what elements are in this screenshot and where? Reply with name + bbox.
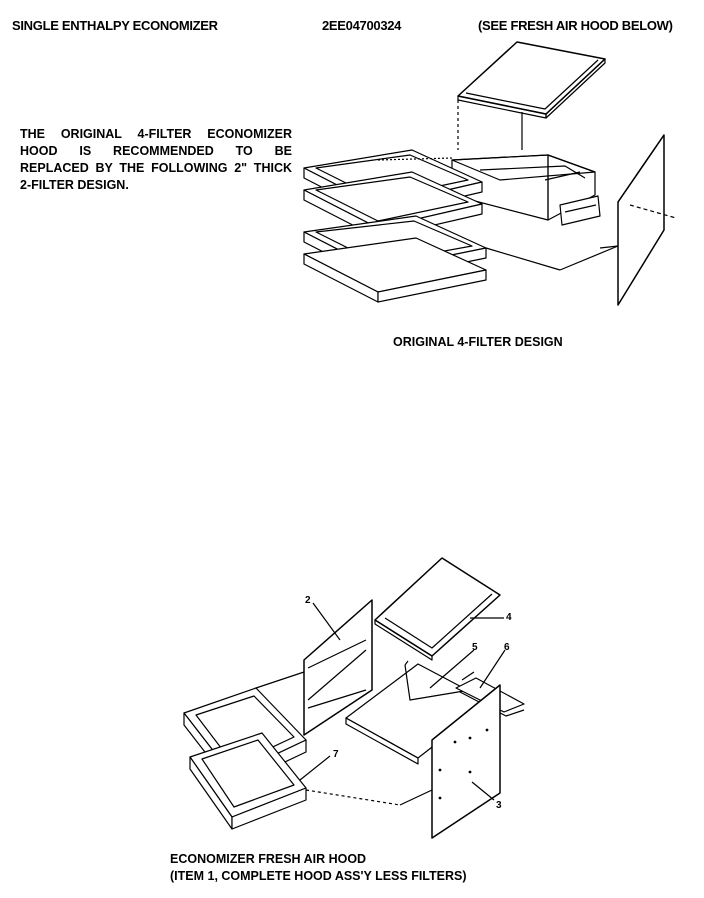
leader-line (485, 247, 561, 271)
original-design-caption: ORIGINAL 4-FILTER DESIGN (393, 335, 563, 349)
leader-line (305, 789, 401, 806)
top-cover-panel (457, 41, 606, 119)
fresh-air-hood-diagram (183, 557, 525, 839)
top-panel-item-4 (374, 557, 501, 661)
note-line-4: 2-FILTER DESIGN. (20, 178, 129, 192)
filter-stack-original (303, 149, 487, 303)
original-hood-diagram (303, 41, 677, 306)
model-number: 2EE04700324 (322, 18, 402, 33)
filter-stack-item-7 (183, 687, 307, 830)
note-line-2: HOOD IS RECOMMENDED TO BE (20, 144, 292, 158)
filter (303, 237, 487, 303)
callout-leader (312, 602, 341, 641)
leader-line (255, 671, 305, 689)
replacement-note: THE ORIGINAL 4-FILTER ECONOMIZER HOOD IS… (20, 126, 292, 194)
hood-tray (451, 154, 601, 226)
callout-7: 7 (333, 749, 339, 760)
callout-5: 5 (472, 642, 478, 653)
callout-leader (471, 781, 495, 801)
note-line-3: REPLACED BY THE FOLLOWING 2" THICK (20, 161, 292, 175)
note-line-1: THE ORIGINAL 4-FILTER ECONOMIZER (20, 127, 292, 141)
callout-6: 6 (504, 642, 510, 653)
callout-leader (479, 649, 506, 689)
header-note: (SEE FRESH AIR HOOD BELOW) (478, 18, 673, 33)
leader-line (377, 157, 453, 161)
callout-4: 4 (506, 612, 512, 623)
filter (189, 732, 307, 830)
side-panel-item-2 (303, 599, 373, 736)
front-panel-item-3 (431, 684, 501, 839)
callout-leader (429, 649, 475, 689)
header-title: SINGLE ENTHALPY ECONOMIZER (12, 18, 218, 33)
fresh-air-hood-caption: ECONOMIZER FRESH AIR HOOD (170, 852, 367, 866)
leader-line (629, 204, 677, 219)
fresh-air-hood-subcaption: (ITEM 1, COMPLETE HOOD ASS'Y LESS FILTER… (170, 869, 467, 883)
callout-3: 3 (496, 800, 502, 811)
callout-leader (299, 755, 331, 781)
front-panel (617, 134, 665, 306)
leader-line (559, 245, 619, 271)
leader-line (399, 789, 433, 806)
callout-2: 2 (305, 595, 311, 606)
